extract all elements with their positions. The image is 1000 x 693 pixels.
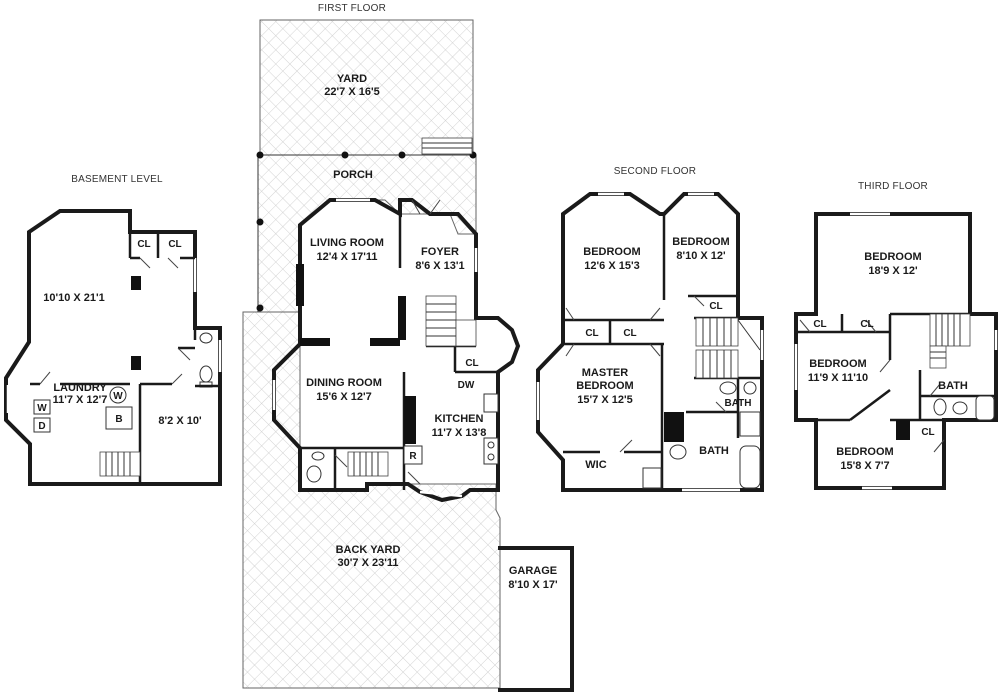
living-room-name: LIVING ROOM bbox=[310, 237, 384, 249]
kitchen-name: KITCHEN bbox=[435, 413, 484, 425]
sink-icon bbox=[952, 401, 968, 415]
sink-icon bbox=[743, 381, 757, 395]
refrigerator-label: R bbox=[409, 451, 417, 462]
second-closet-label: CL bbox=[709, 301, 722, 312]
third-bedroom-2-dims: 11'9 X 11'10 bbox=[808, 372, 868, 384]
basement-plan: CL CL W D W bbox=[4, 209, 222, 486]
third-bedroom-1-name: BEDROOM bbox=[864, 251, 921, 263]
porch-label: PORCH bbox=[333, 169, 373, 181]
shower-icon bbox=[739, 411, 761, 437]
porch-post bbox=[256, 151, 264, 159]
bathtub-icon bbox=[739, 445, 761, 489]
first-floor-title: FIRST FLOOR bbox=[318, 3, 386, 14]
second-bath-1-label: BATH bbox=[724, 398, 751, 409]
kitchen-sink-icon bbox=[483, 393, 499, 413]
first-floor-plan: R YARD 22'7 X 16'5 PORCH LIVING ROOM 12'… bbox=[242, 19, 574, 692]
master-bedroom-dims: 15'7 X 12'5 bbox=[577, 394, 632, 406]
water-heater-label: W bbox=[113, 391, 123, 402]
master-bedroom-name-line1: MASTER bbox=[582, 367, 629, 379]
first-floor-stairs bbox=[347, 295, 477, 477]
dryer-icon bbox=[33, 417, 51, 433]
laundry-room-name: LAUNDRY bbox=[53, 382, 107, 394]
third-bedroom-3-dims: 15'8 X 7'7 bbox=[840, 460, 889, 472]
toilet-icon bbox=[933, 398, 947, 416]
sink-icon bbox=[719, 381, 737, 395]
second-bedroom-1-name: BEDROOM bbox=[583, 246, 640, 258]
basement-stairs bbox=[99, 451, 141, 477]
boiler-icon bbox=[105, 406, 133, 430]
basement-closet-label: CL bbox=[168, 239, 181, 250]
sink-icon bbox=[199, 332, 213, 344]
bathtub-icon bbox=[975, 395, 995, 421]
second-closet-label: CL bbox=[623, 328, 636, 339]
first-floor-window bbox=[419, 490, 463, 498]
master-bedroom-name-line2: BEDROOM bbox=[576, 380, 633, 392]
back-yard-name: BACK YARD bbox=[336, 544, 401, 556]
toilet-icon bbox=[669, 444, 687, 460]
yard-area bbox=[259, 19, 474, 156]
second-bedroom-2-dims: 8'10 X 12' bbox=[676, 250, 726, 262]
third-bath-label: BATH bbox=[938, 380, 968, 392]
third-closet-label: CL bbox=[860, 319, 873, 330]
porch-post bbox=[398, 151, 406, 159]
porch-post bbox=[341, 151, 349, 159]
support-column bbox=[131, 356, 141, 370]
vanity-icon bbox=[642, 467, 662, 489]
sink-icon bbox=[311, 451, 325, 461]
porch-post bbox=[256, 304, 264, 312]
boiler-label: B bbox=[115, 414, 122, 425]
third-floor-title: THIRD FLOOR bbox=[858, 181, 928, 192]
first-floor-closet-label: CL bbox=[465, 358, 478, 369]
washer-icon bbox=[33, 399, 51, 415]
basement-main-room-dims: 10'10 X 21'1 bbox=[43, 292, 105, 304]
laundry-room-dims: 11'7 X 12'7 bbox=[53, 394, 108, 406]
second-floor-title: SECOND FLOOR bbox=[614, 166, 696, 177]
third-floor-stairs bbox=[929, 313, 971, 369]
living-room-dims: 12'4 X 17'11 bbox=[317, 251, 378, 263]
third-bedroom-3-name: BEDROOM bbox=[836, 446, 893, 458]
kitchen-counter bbox=[404, 396, 416, 444]
basement-outline bbox=[4, 209, 222, 486]
second-floor-plan: BEDROOM 12'6 X 15'3 BEDROOM 8'10 X 12' C… bbox=[536, 192, 764, 492]
water-heater-icon bbox=[109, 386, 127, 404]
foyer-dims: 8'6 X 13'1 bbox=[415, 260, 464, 272]
toilet-icon bbox=[199, 365, 213, 383]
stove-icon bbox=[483, 437, 499, 465]
third-bedroom-1-dims: 18'9 X 12' bbox=[868, 265, 918, 277]
yard-name: YARD bbox=[337, 73, 367, 85]
garage-name: GARAGE bbox=[509, 565, 557, 577]
kitchen-dims: 11'7 X 13'8 bbox=[432, 427, 487, 439]
second-bath-2-label: BATH bbox=[699, 445, 729, 457]
yard-dims: 22'7 X 16'5 bbox=[324, 86, 379, 98]
back-yard-area bbox=[242, 311, 501, 689]
dining-room-name: DINING ROOM bbox=[306, 377, 382, 389]
garage-dims: 8'10 X 17' bbox=[508, 579, 558, 591]
third-closet-label: CL bbox=[921, 427, 934, 438]
garage-outline bbox=[498, 546, 574, 692]
back-yard-dims: 30'7 X 23'11 bbox=[338, 557, 399, 569]
second-closet-label: CL bbox=[585, 328, 598, 339]
support-column bbox=[131, 276, 141, 290]
foyer-name: FOYER bbox=[421, 246, 459, 258]
dishwasher-label: DW bbox=[458, 380, 475, 391]
third-floor-plan: BEDROOM 18'9 X 12' CL CL BEDROOM 11'9 X … bbox=[794, 212, 998, 490]
third-bedroom-2-name: BEDROOM bbox=[809, 358, 866, 370]
second-bedroom-2-name: BEDROOM bbox=[672, 236, 729, 248]
refrigerator-icon bbox=[403, 445, 423, 465]
basement-level-title: BASEMENT LEVEL bbox=[71, 174, 163, 185]
third-closet-label: CL bbox=[813, 319, 826, 330]
second-floor-stairs bbox=[695, 317, 761, 379]
basement-closet-label: CL bbox=[137, 239, 150, 250]
washer-label: W bbox=[37, 403, 47, 414]
walk-in-closet-label: WIC bbox=[585, 459, 606, 471]
porch-steps bbox=[421, 137, 473, 155]
dining-room-dims: 15'6 X 12'7 bbox=[316, 391, 371, 403]
second-bedroom-1-dims: 12'6 X 15'3 bbox=[584, 260, 639, 272]
toilet-icon bbox=[306, 465, 322, 483]
basement-small-room-dims: 8'2 X 10' bbox=[158, 415, 202, 427]
porch-post bbox=[256, 218, 264, 226]
dryer-label: D bbox=[38, 421, 45, 432]
